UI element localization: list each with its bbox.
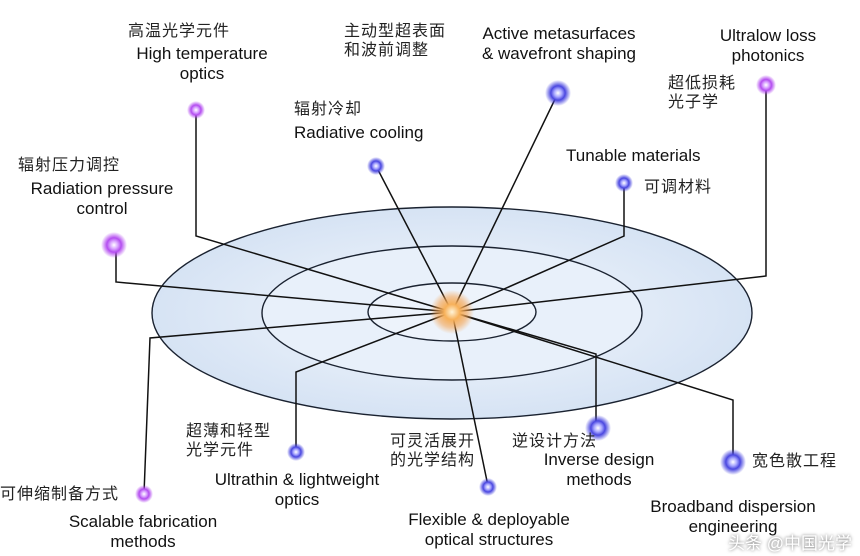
- label-ultralow-loss-zh: 超低损耗 光子学: [668, 73, 737, 112]
- label-inverse-design-en: Inverse design methods: [534, 450, 664, 490]
- node-radiative-cooling: [367, 157, 385, 175]
- node-tunable-materials: [615, 174, 633, 192]
- node-radiation-pressure: [101, 232, 127, 258]
- label-high-temp-en: High temperature optics: [124, 44, 280, 84]
- connector-radiative-cooling: [375, 165, 453, 313]
- connector-ultralow-loss: [451, 85, 767, 313]
- node-ultrathin: [287, 443, 305, 461]
- connector-high-temp: [195, 110, 453, 313]
- label-ultrathin-en-text: Ultrathin & lightweight optics: [214, 470, 380, 510]
- label-radiative-cooling-zh: 辐射冷却: [294, 99, 363, 118]
- label-broadband-zh: 宽色散工程: [752, 451, 838, 470]
- label-scalable-zh: 可伸缩制备方式: [0, 484, 120, 503]
- label-ultrathin-en: Ultrathin & lightweight optics: [200, 470, 394, 510]
- label-radiative-cooling-en: Radiative cooling: [294, 123, 424, 142]
- label-active-metasurfaces-zh: 主动型超表面 和波前调整: [344, 21, 447, 60]
- label-ultralow-loss-en: Ultralow loss photonics: [706, 26, 830, 66]
- label-inverse-design-en-text: Inverse design methods: [543, 450, 655, 490]
- connector-active-metasurfaces: [451, 92, 559, 313]
- label-ultralow-loss-en-text: Ultralow loss photonics: [719, 26, 817, 66]
- connector-tunable-materials: [451, 183, 625, 313]
- label-ultrathin-zh: 超薄和轻型 光学元件: [186, 421, 272, 460]
- label-ultralow-loss-zh-text: 超低损耗 光子学: [668, 73, 737, 111]
- label-flexible-en-text: Flexible & deployable optical structures: [408, 510, 570, 550]
- label-scalable-en-text: Scalable fabrication methods: [68, 512, 218, 552]
- label-inverse-design-zh: 逆设计方法: [512, 431, 598, 450]
- connector-ultrathin: [295, 311, 453, 452]
- label-tunable-materials-en: Tunable materials: [566, 146, 701, 165]
- center-glow: [430, 290, 474, 334]
- node-flexible: [479, 478, 497, 496]
- label-active-metasurfaces-zh-text: 主动型超表面 和波前调整: [344, 21, 447, 59]
- label-broadband-en: Broadband dispersion engineering: [636, 497, 830, 537]
- label-tunable-materials-zh: 可调材料: [644, 177, 713, 196]
- label-active-metasurfaces-en-text: Active metasurfaces & wavefront shaping: [481, 24, 637, 64]
- label-active-metasurfaces-en: Active metasurfaces & wavefront shaping: [468, 24, 650, 64]
- label-high-temp-zh: 高温光学元件: [128, 21, 231, 40]
- node-ultralow-loss: [756, 75, 776, 95]
- connector-inverse-design: [451, 311, 597, 428]
- connector-flexible: [451, 311, 489, 487]
- label-high-temp-en-text: High temperature optics: [136, 44, 268, 84]
- node-dots: [101, 75, 776, 503]
- connector-scalable: [143, 311, 453, 495]
- label-ultrathin-zh-text: 超薄和轻型 光学元件: [186, 421, 272, 459]
- label-radiation-pressure-zh: 辐射压力调控: [18, 155, 121, 174]
- label-flexible-en: Flexible & deployable optical structures: [392, 510, 586, 550]
- watermark: 头条 @中国光学: [728, 534, 852, 553]
- node-broadband: [720, 449, 746, 475]
- node-high-temp: [187, 101, 205, 119]
- label-flexible-zh-text: 可灵活展开 的光学结构: [390, 431, 476, 469]
- label-radiation-pressure-en: Radiation pressure control: [16, 179, 188, 219]
- label-broadband-en-text: Broadband dispersion engineering: [650, 497, 816, 537]
- label-scalable-en: Scalable fabrication methods: [54, 512, 232, 552]
- node-inverse-design: [585, 415, 611, 441]
- node-scalable: [135, 485, 153, 503]
- connector-broadband: [451, 311, 734, 462]
- node-active-metasurfaces: [545, 80, 571, 106]
- label-flexible-zh: 可灵活展开 的光学结构: [390, 431, 476, 470]
- label-radiation-pressure-en-text: Radiation pressure control: [30, 179, 174, 219]
